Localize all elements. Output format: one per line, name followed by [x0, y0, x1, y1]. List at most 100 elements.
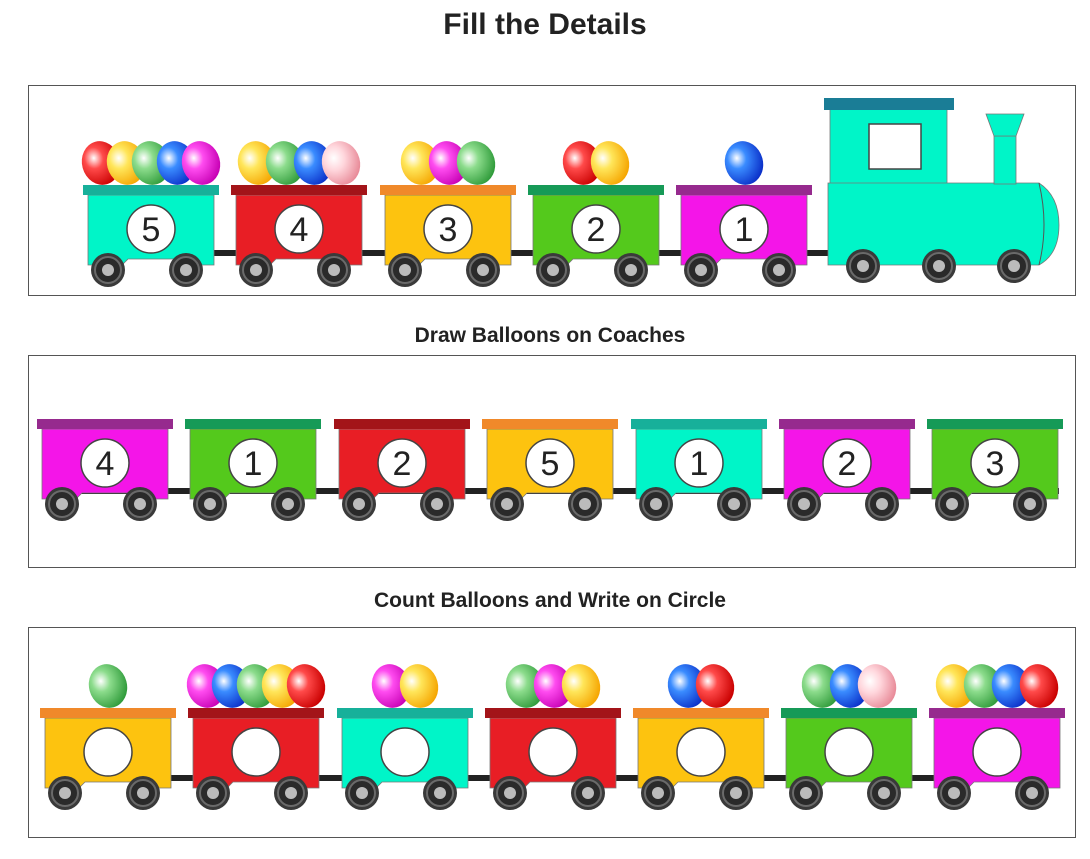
wheel [423, 776, 457, 810]
coach-roof [40, 708, 176, 718]
balloon-magenta [428, 141, 468, 185]
balloon-yellow [237, 141, 277, 185]
coach-number: 2 [587, 211, 606, 249]
number-circle [228, 438, 278, 488]
engine [824, 98, 1060, 283]
coach: 2 [334, 419, 470, 521]
balloon-green [456, 141, 496, 185]
coach: 2 [528, 141, 664, 287]
number-circle [377, 438, 427, 488]
coach-roof [528, 185, 664, 195]
coach: 1 [631, 419, 767, 521]
balloon-yellow [561, 664, 601, 708]
wheel [45, 487, 79, 521]
wheel [490, 487, 524, 521]
number-circle[interactable] [676, 727, 726, 777]
wheel [123, 487, 157, 521]
coach-roof [631, 419, 767, 429]
train-panel-3 [28, 627, 1076, 838]
balloon-green [505, 664, 545, 708]
number-circle[interactable] [824, 727, 874, 777]
coach: 4 [231, 141, 367, 287]
coach-roof [337, 708, 473, 718]
wheel [466, 253, 500, 287]
page-title: Fill the Details [443, 8, 647, 41]
wheel [48, 776, 82, 810]
wheel [239, 253, 273, 287]
section-title-count-balloons: Count Balloons and Write on Circle [374, 589, 726, 612]
coach-roof [334, 419, 470, 429]
balloon-red [695, 664, 735, 708]
coach [929, 664, 1065, 810]
number-circle [822, 438, 872, 488]
coach: 4 [37, 419, 173, 521]
coach-number: 5 [541, 445, 560, 483]
coach-roof [927, 419, 1063, 429]
balloon-red [286, 664, 326, 708]
coach [485, 664, 621, 810]
balloon-pink [321, 141, 361, 185]
wheel [719, 776, 753, 810]
coach [633, 664, 769, 810]
wheel [639, 487, 673, 521]
balloon-green [963, 664, 1003, 708]
wheel [196, 776, 230, 810]
wheel [193, 487, 227, 521]
wheel [997, 249, 1031, 283]
coach-roof [929, 708, 1065, 718]
coach: 2 [779, 419, 915, 521]
number-circle [970, 438, 1020, 488]
wheel [126, 776, 160, 810]
number-circle[interactable] [972, 727, 1022, 777]
number-circle[interactable] [380, 727, 430, 777]
balloon-yellow [590, 141, 630, 185]
number-circle[interactable] [528, 727, 578, 777]
balloon-blue [293, 141, 333, 185]
wheel [867, 776, 901, 810]
wheel [388, 253, 422, 287]
wheel [342, 487, 376, 521]
balloon-pink [857, 664, 897, 708]
coach: 1 [185, 419, 321, 521]
coach: 1 [676, 141, 812, 287]
wheel [684, 253, 718, 287]
section-title-draw-balloons: Draw Balloons on Coaches [414, 324, 686, 347]
engine-window [868, 123, 922, 170]
wheel [271, 487, 305, 521]
coach-roof [485, 708, 621, 718]
number-circle [571, 204, 621, 254]
number-circle [80, 438, 130, 488]
coach-roof [231, 185, 367, 195]
engine-roof [824, 98, 954, 110]
coach-roof [676, 185, 812, 195]
balloon-green [801, 664, 841, 708]
wheel [571, 776, 605, 810]
balloon-blue [724, 141, 764, 185]
coach-number: 4 [96, 445, 115, 483]
wheel [865, 487, 899, 521]
coach-number: 3 [986, 445, 1005, 483]
number-circle[interactable] [231, 727, 281, 777]
balloon-yellow [399, 664, 439, 708]
coach-number: 5 [142, 211, 161, 249]
coach-number: 4 [290, 211, 309, 249]
coach [337, 664, 473, 810]
train-3-drawing [40, 664, 1065, 810]
number-circle[interactable] [83, 727, 133, 777]
coach-roof [380, 185, 516, 195]
wheel [91, 253, 125, 287]
wheel [922, 249, 956, 283]
wheel [493, 776, 527, 810]
coach-roof [779, 419, 915, 429]
wheel [762, 253, 796, 287]
wheel [614, 253, 648, 287]
wheel [536, 253, 570, 287]
coach-roof [482, 419, 618, 429]
wheel [317, 253, 351, 287]
number-circle [719, 204, 769, 254]
balloon-magenta [181, 141, 221, 185]
wheel [641, 776, 675, 810]
